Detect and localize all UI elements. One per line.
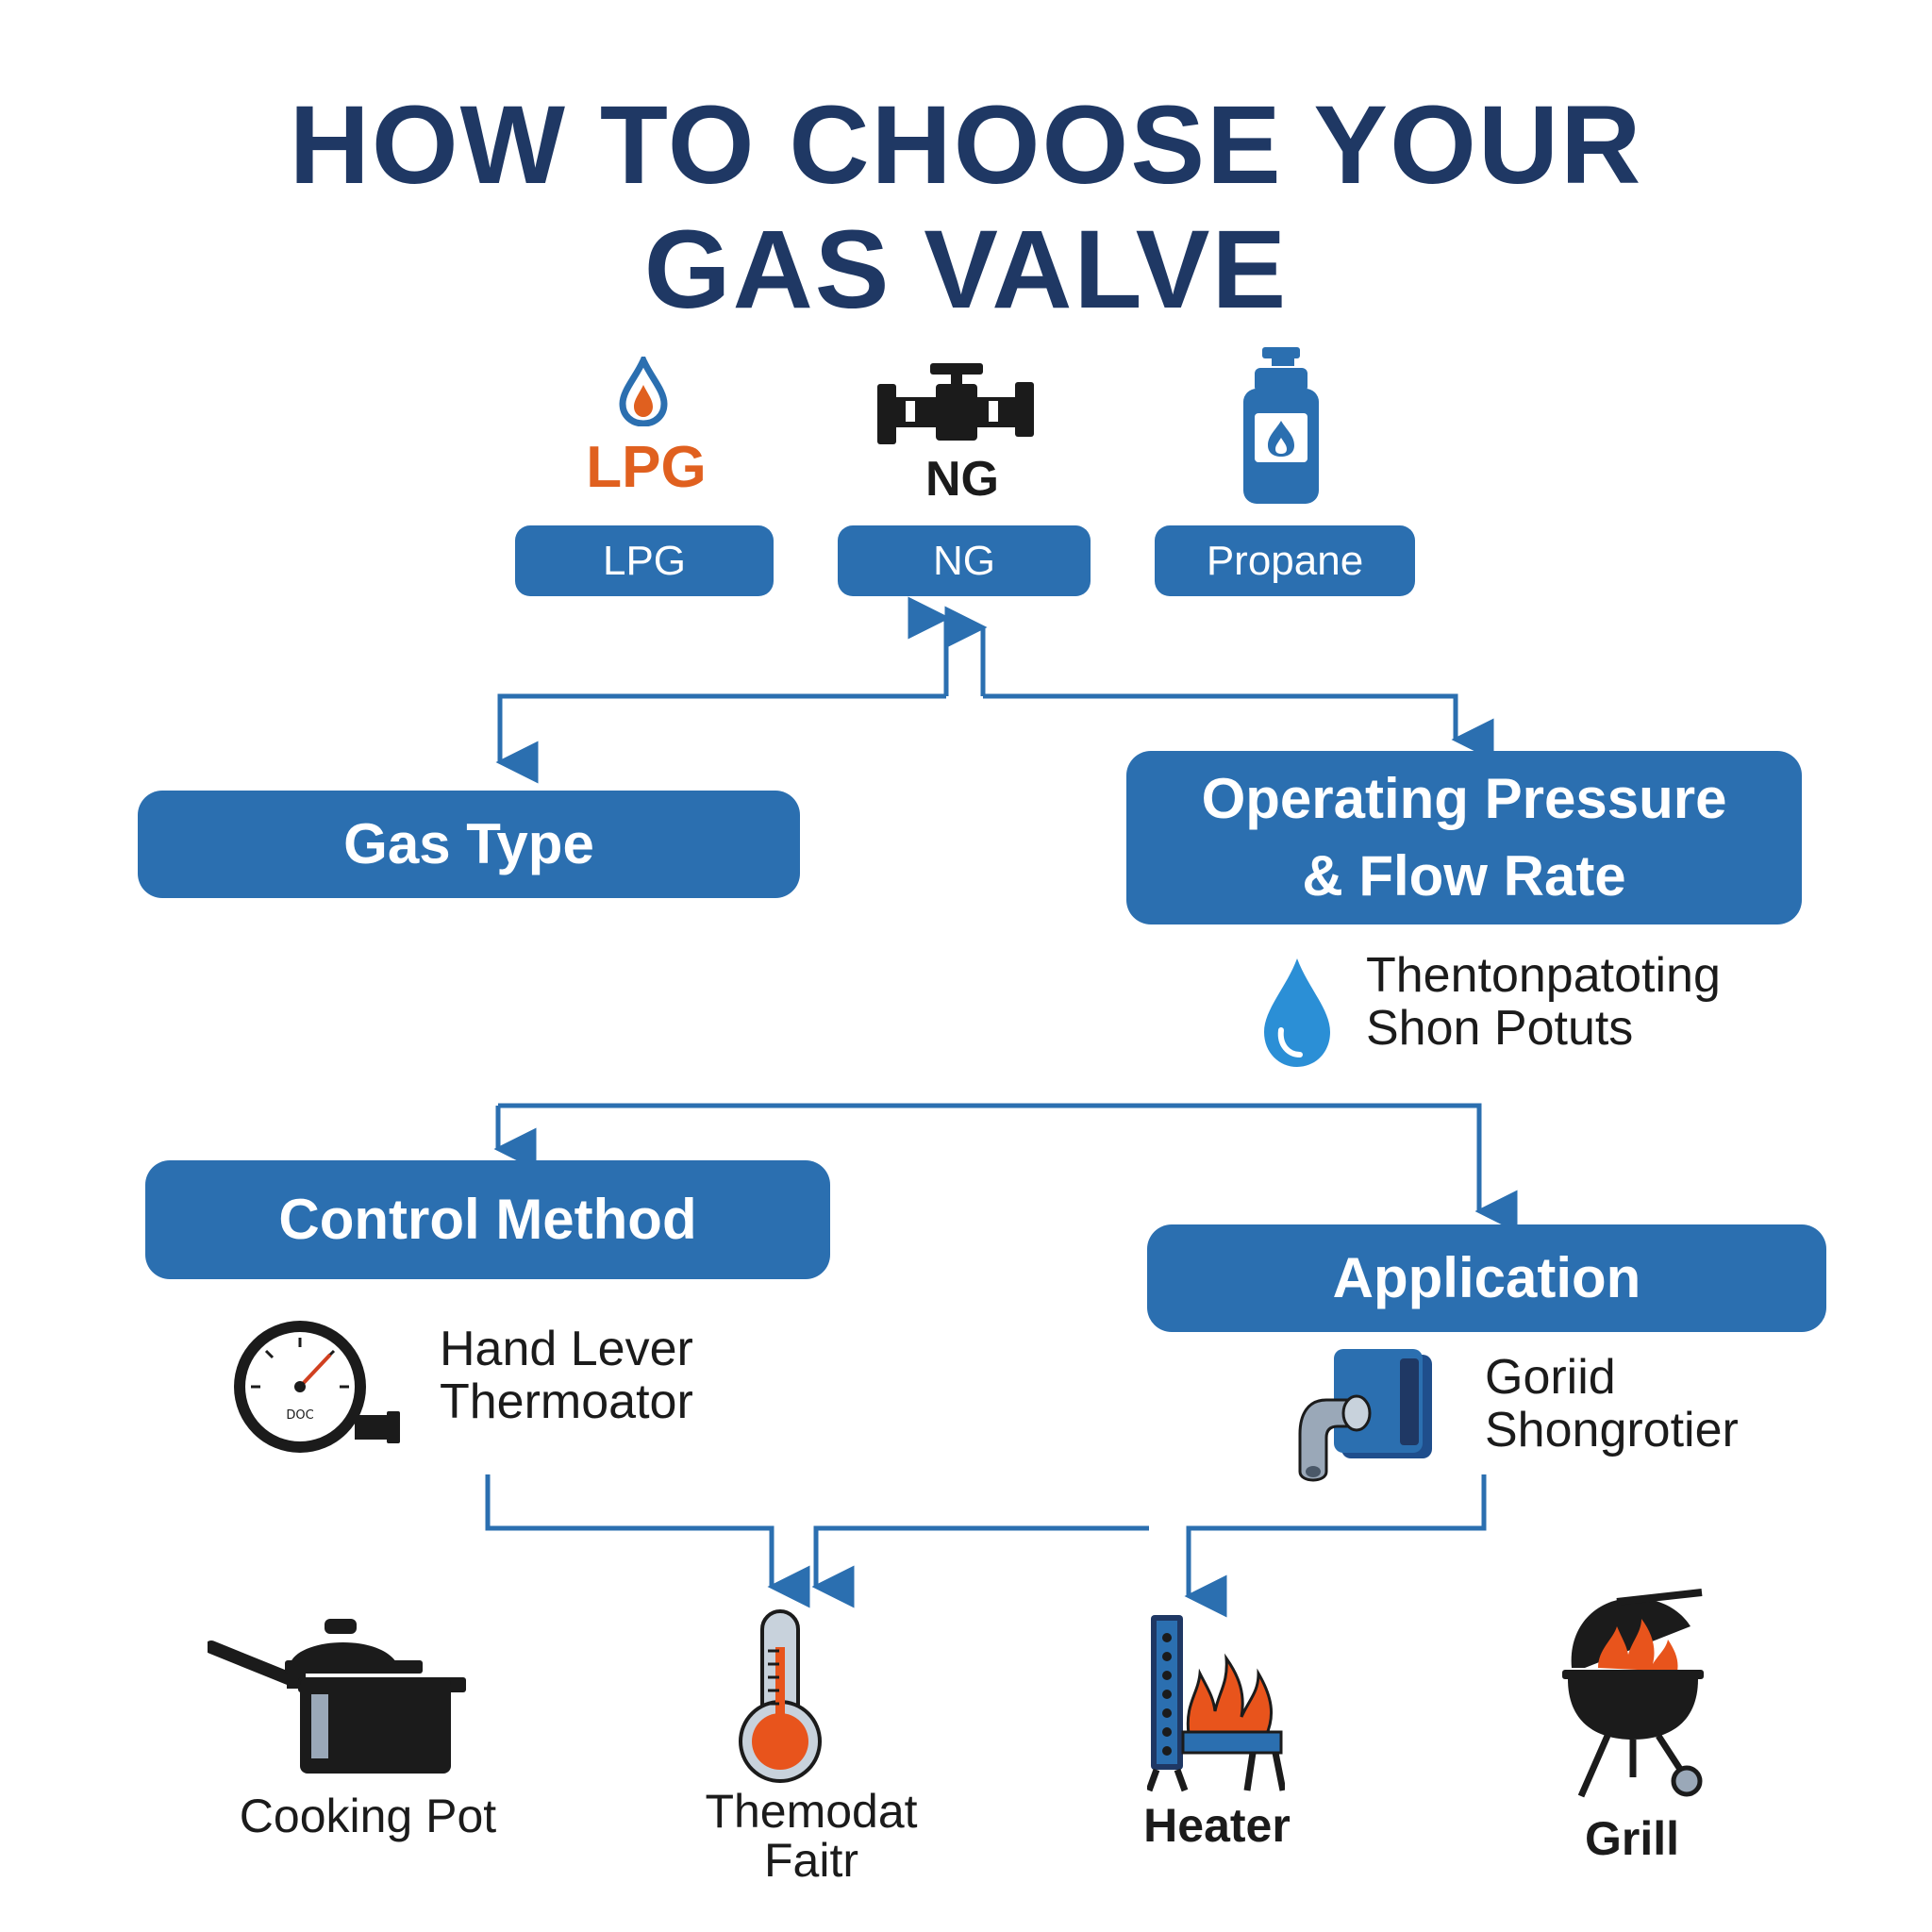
control-method-box[interactable]: Control Method [145,1160,830,1279]
connector-to-pressure [983,693,1494,761]
water-drop-icon [1264,958,1330,1067]
connector-to-application [498,1103,1518,1233]
control-note: Hand Lever Thermoator [440,1323,693,1428]
svg-text:DOC: DOC [286,1408,313,1423]
ng-button[interactable]: NG [838,525,1091,596]
application-note-line-2: Shongrotier [1485,1403,1739,1457]
pressure-note-line-2: Shon Potuts [1366,1001,1634,1056]
ng-button-label: NG [933,537,995,584]
title-line-1: HOW TO CHOOSE YOUR [289,83,1643,208]
flame-drop-icon [619,357,668,426]
connector-to-thermostat-2 [811,1525,1149,1608]
thermostat-label-line-1: Themodat [705,1785,918,1838]
heater-icon [1147,1615,1285,1792]
pressure-note-line-1: Thentonpatoting [1366,948,1721,1003]
page-title: HOW TO CHOOSE YOUR GAS VALVE [0,83,1932,332]
pressure-note: Thentonpatoting Shon Potuts [1366,949,1721,1055]
thermometer-icon [739,1609,822,1783]
lpg-button[interactable]: LPG [515,525,774,596]
connector-control-to-thermostat [485,1474,810,1608]
heater-label: Heater [1143,1799,1291,1852]
pressure-flow-box[interactable]: Operating Pressure & Flow Rate [1126,751,1802,924]
thermostat-label: Themodat Faitr [670,1787,953,1885]
pressure-label-line-2: & Flow Rate [1302,844,1626,908]
pressure-label-line-1: Operating Pressure [1201,767,1727,830]
pipe-valve-icon [877,363,1034,444]
cooking-pot-icon [208,1619,466,1774]
control-method-label: Control Method [278,1188,697,1251]
propane-button[interactable]: Propane [1155,525,1415,596]
pressure-gauge-icon: DOC [234,1321,400,1453]
connector-to-gas-type [495,693,946,784]
lpg-icon-label: LPG [586,435,707,500]
grill-label: Grill [1584,1812,1680,1865]
propane-bottle-icon [1243,347,1319,504]
application-box[interactable]: Application [1147,1224,1826,1332]
thermostat-label-line-2: Faitr [764,1834,858,1887]
application-label: Application [1332,1246,1641,1309]
gas-type-label: Gas Type [343,812,594,875]
ng-icon-label: NG [925,452,999,507]
valve-faucet-icon [1298,1349,1432,1482]
gas-type-box[interactable]: Gas Type [138,791,800,898]
title-line-2: GAS VALVE [643,208,1289,332]
connector-application-to-heater [1184,1474,1487,1618]
control-note-line-1: Hand Lever [440,1322,693,1376]
application-note: Goriid Shongrotier [1485,1351,1739,1457]
grill-icon [1562,1589,1704,1798]
propane-button-label: Propane [1206,537,1364,584]
control-note-line-2: Thermoator [440,1374,693,1429]
cooking-pot-label: Cooking Pot [239,1790,497,1842]
application-note-line-1: Goriid [1485,1350,1616,1405]
lpg-button-label: LPG [602,537,687,584]
